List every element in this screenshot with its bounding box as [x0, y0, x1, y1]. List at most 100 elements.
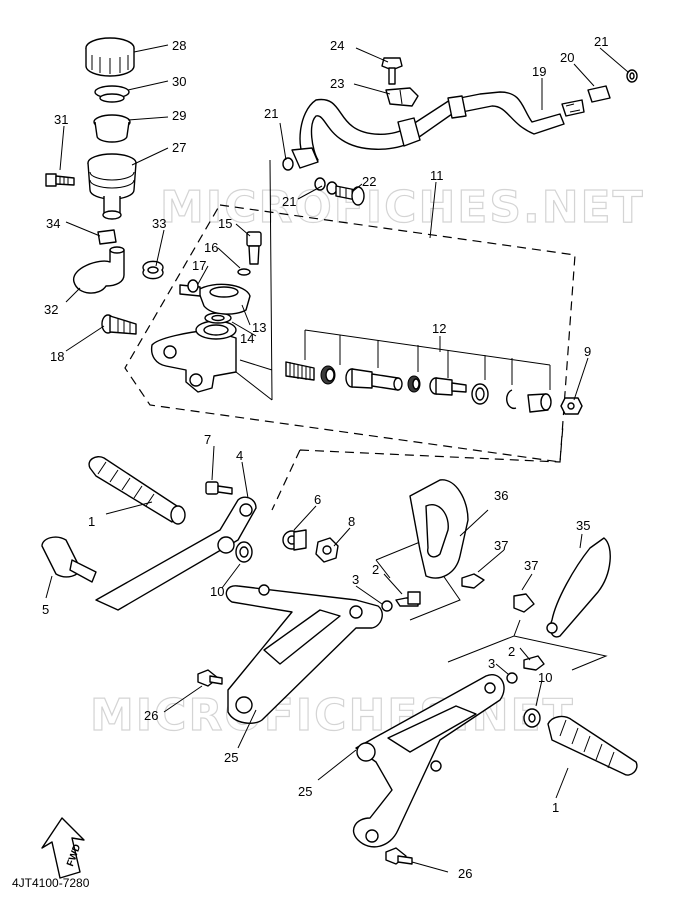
washer-14: [204, 312, 232, 324]
hose-guide-23: [385, 87, 419, 107]
label-8: 8: [348, 514, 355, 529]
heel-guard-35: [546, 537, 611, 638]
heel-guard-36: [409, 479, 469, 579]
nut-9: [560, 397, 583, 415]
label-14: 14: [240, 331, 254, 346]
label-15: 15: [218, 216, 232, 231]
bolt-3-left: [381, 600, 393, 612]
bolt-37-left: [461, 573, 485, 589]
reservoir-cap: [85, 37, 135, 77]
nut-8: [315, 537, 339, 563]
label-3-right: 3: [488, 656, 495, 671]
label-31: 31: [54, 112, 68, 127]
footrest-rubber-1-left: [88, 456, 186, 525]
label-7: 7: [204, 432, 211, 447]
label-1-left: 1: [88, 514, 95, 529]
label-4: 4: [236, 448, 243, 463]
label-10-left: 10: [210, 584, 224, 599]
label-23: 23: [330, 76, 344, 91]
drawing-code: 4JT4100-7280: [12, 876, 90, 890]
diaphragm: [93, 114, 131, 143]
boot-12: [527, 393, 552, 413]
label-19: 19: [532, 64, 546, 79]
washer-10-right: [523, 708, 541, 728]
spring: [285, 361, 315, 381]
reservoir-tank: [87, 153, 137, 220]
cup-secondary: [407, 375, 421, 393]
bolt-3-right: [506, 672, 518, 684]
label-32: 32: [44, 302, 58, 317]
label-29: 29: [172, 108, 186, 123]
o-ring-17: [187, 279, 199, 293]
label-11: 11: [430, 168, 444, 183]
cup-primary: [320, 365, 336, 385]
washer-10-left: [235, 541, 253, 563]
footrest-bracket-25-right: [352, 674, 505, 848]
label-28: 28: [172, 38, 186, 53]
washer-21-left: [282, 157, 294, 171]
push-rod: [429, 377, 467, 396]
label-20: 20: [560, 50, 574, 65]
label-21-left: 21: [264, 106, 278, 121]
bracket-lines-mc: [235, 159, 273, 401]
label-12: 12: [432, 321, 446, 336]
label-21-mid: 21: [282, 194, 296, 209]
fwd-arrow-icon: FWD: [41, 817, 85, 879]
bolt-7: [205, 481, 233, 495]
assembly-outline-lower: [271, 424, 564, 511]
assembly-outline-11: [124, 204, 576, 463]
bolt-26-left: [197, 669, 223, 687]
piston: [345, 368, 403, 391]
label-27: 27: [172, 140, 186, 155]
label-2-right: 2: [508, 644, 515, 659]
leader-lines: [45, 44, 629, 873]
label-21-top: 21: [594, 34, 608, 49]
reservoir-hose-32: [73, 246, 125, 294]
label-33: 33: [152, 216, 166, 231]
label-16: 16: [204, 240, 218, 255]
watermark-top: MICROFICHES.NET: [160, 182, 645, 233]
bolt-24: [381, 57, 403, 85]
label-1-right: 1: [552, 800, 559, 815]
label-34: 34: [46, 216, 60, 231]
footrest-rubber-1-right: [547, 715, 638, 776]
hose-clamp-34: [97, 229, 117, 245]
label-5: 5: [42, 602, 49, 617]
piston-kit-12: [285, 329, 552, 413]
hose-joint-13: [179, 283, 251, 315]
brake-pedal-4: [95, 496, 257, 611]
diaphragm-plate: [94, 85, 130, 103]
label-25-right: 25: [298, 784, 312, 799]
label-37-right: 37: [524, 558, 538, 573]
bolt-26-right: [385, 847, 413, 865]
label-22: 22: [362, 174, 376, 189]
brake-hose-19: [291, 91, 565, 169]
o-ring-16: [237, 268, 251, 276]
label-25-left: 25: [224, 750, 238, 765]
bolt-31: [45, 173, 75, 187]
bolt-18: [101, 314, 137, 335]
washer-21-top: [626, 69, 638, 83]
footrest-bracket-25-left: [225, 584, 383, 724]
pedal-pad-5: [41, 536, 97, 583]
dashed-link-right: [447, 619, 608, 671]
bushing-6: [282, 529, 307, 551]
label-13: 13: [252, 320, 266, 335]
label-3-left: 3: [352, 572, 359, 587]
label-24: 24: [330, 38, 344, 53]
label-30: 30: [172, 74, 186, 89]
circlip-12: [506, 389, 517, 410]
banjo-bolt-22: [335, 185, 365, 206]
bolt-37-right: [513, 593, 535, 613]
bolt-2-left: [395, 591, 421, 607]
master-cylinder-body: [150, 320, 237, 393]
label-9: 9: [584, 344, 591, 359]
clip-33: [142, 260, 164, 280]
label-6: 6: [314, 492, 321, 507]
label-37-left: 37: [494, 538, 508, 553]
label-17: 17: [192, 258, 206, 273]
washer-12: [471, 383, 489, 405]
banjo-bolt-20: [561, 85, 611, 117]
label-26-right: 26: [458, 866, 472, 881]
